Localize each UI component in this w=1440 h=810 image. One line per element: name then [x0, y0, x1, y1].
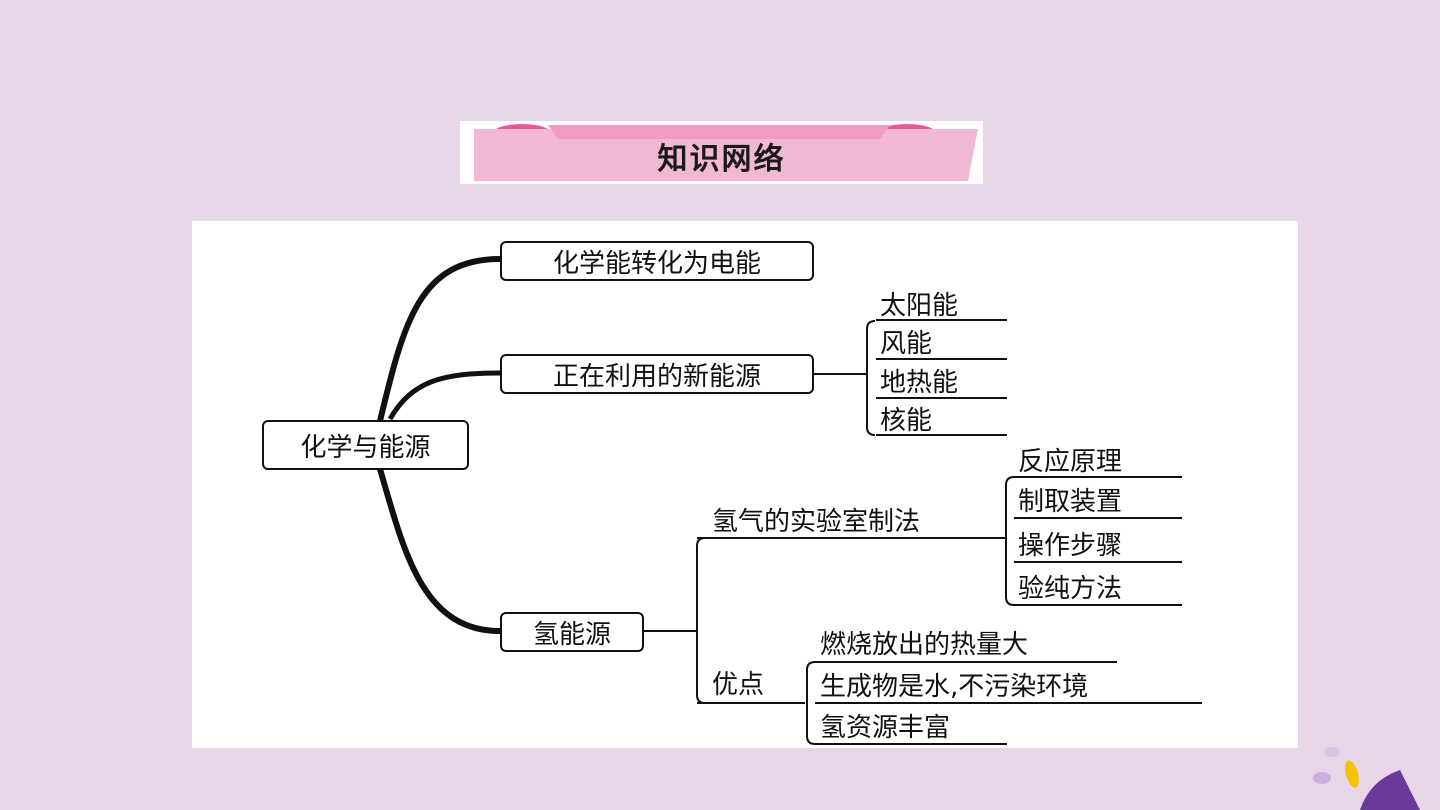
corner-decoration	[1313, 747, 1420, 810]
mind-map: 化学与能源 化学能转化为电能 正在利用的新能源 氢能源 太阳能 风能 地热能 核…	[192, 221, 1298, 748]
branch-node-hydrogen: 氢能源	[500, 612, 644, 652]
leaf-apparatus: 制取装置	[1018, 487, 1123, 517]
sub-node-advantages: 优点	[712, 670, 765, 700]
sub-node-lab-preparation: 氢气的实验室制法	[712, 507, 921, 537]
banner-ribbon-shape	[474, 124, 978, 181]
leaf-clean-product: 生成物是水,不污染环境	[820, 672, 1089, 702]
leaf-solar: 太阳能	[880, 291, 959, 321]
leaf-wind: 风能	[880, 329, 933, 359]
root-node: 化学与能源	[262, 420, 469, 470]
leaf-geothermal: 地热能	[880, 368, 959, 398]
leaf-reaction-principle: 反应原理	[1018, 447, 1123, 477]
branch-node-chemical-to-electric: 化学能转化为电能	[500, 241, 814, 281]
section-banner: 知识网络	[460, 121, 983, 184]
banner-title: 知识网络	[657, 141, 786, 177]
leaf-abundant-resource: 氢资源丰富	[820, 713, 951, 743]
leaf-purity-test: 验纯方法	[1018, 574, 1123, 604]
leaf-procedure: 操作步骤	[1018, 531, 1123, 561]
branch-node-new-energy: 正在利用的新能源	[500, 354, 814, 394]
mind-map-connectors	[377, 256, 1202, 745]
leaf-nuclear: 核能	[880, 406, 933, 436]
leaf-high-heat: 燃烧放出的热量大	[820, 630, 1029, 660]
